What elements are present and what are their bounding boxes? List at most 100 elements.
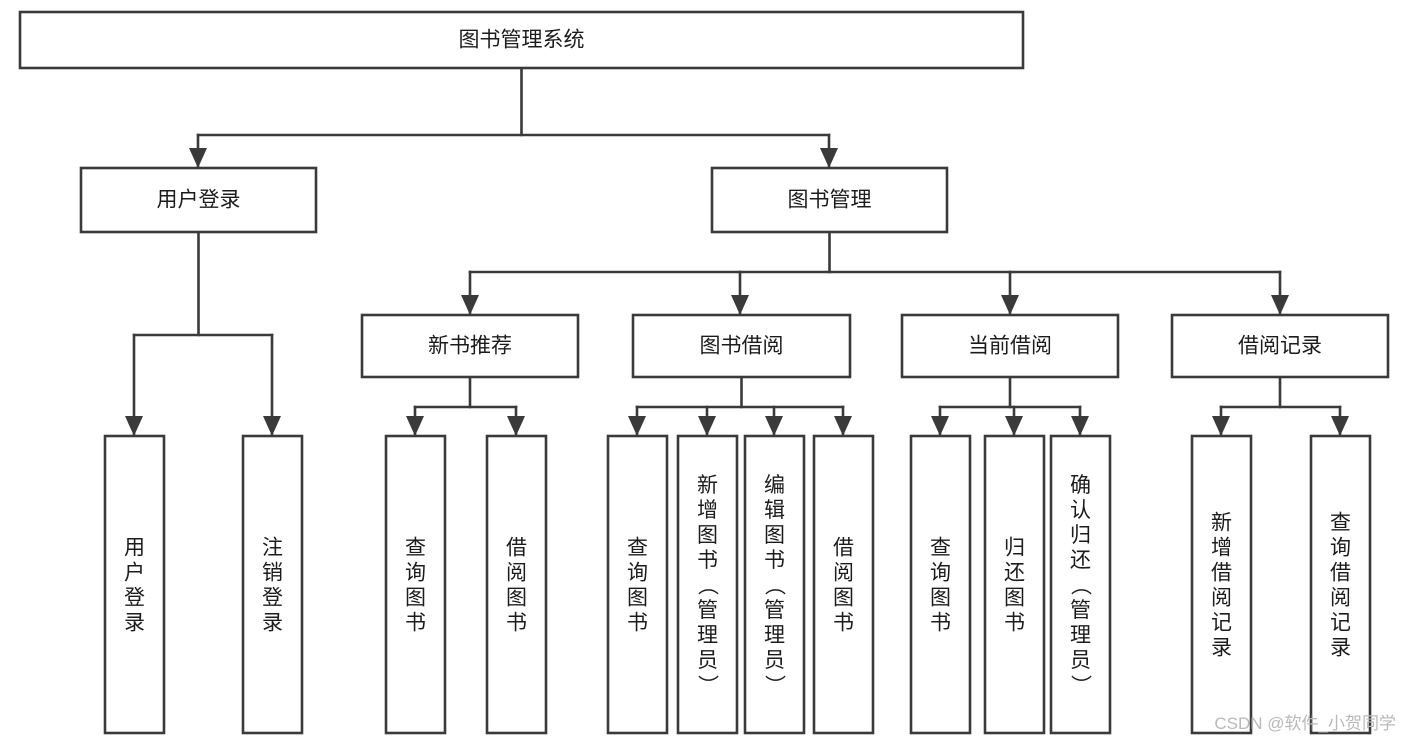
node-label-char: 销	[262, 562, 283, 585]
node-label: 图书管理	[788, 189, 872, 212]
module-node-user-login[interactable]: 用户登录	[79, 166, 318, 234]
arrow-icon-book-manage-bus-3	[1271, 295, 1289, 315]
node-box	[103, 434, 166, 735]
node-label-char: 图	[697, 524, 718, 547]
arrow-icon-book-manage-bus-1	[731, 295, 749, 315]
node-box	[676, 434, 739, 735]
node-label-char: 理	[697, 624, 718, 647]
node-label-char: 图	[930, 587, 951, 610]
arrow-icon-book-borrow-bus-0	[628, 416, 646, 436]
node-label-char: 理	[764, 624, 785, 647]
node-label-char: 员	[697, 649, 718, 672]
node-label-char: 增	[697, 499, 718, 522]
node-label-char: ）	[696, 675, 719, 696]
node-label-char: ）	[763, 675, 786, 696]
submodule-node-current-borrow[interactable]: 当前借阅	[900, 313, 1120, 379]
node-label: 用户登录	[157, 189, 241, 212]
node-label-char: 借	[1211, 562, 1232, 585]
arrow-icon-book-manage-bus-0	[461, 295, 479, 315]
node-label-char: 归	[1070, 524, 1091, 547]
node-label-char: 登	[262, 587, 283, 610]
arrow-icon-new-book-bus-1	[507, 416, 525, 436]
node-label-char: 归	[1004, 537, 1025, 560]
node-label-char: （	[763, 575, 786, 596]
module-node-book-manage[interactable]: 图书管理	[710, 166, 949, 234]
node-box	[631, 313, 852, 379]
node-label-char: 编	[764, 474, 785, 497]
node-label-char: 书	[627, 612, 648, 635]
node-box	[909, 434, 972, 735]
node-label-char: 查	[1330, 512, 1351, 535]
node-label-char: 录	[262, 612, 283, 635]
arrow-icon-root-bus-0	[189, 148, 207, 168]
node-label-char: 书	[764, 549, 785, 572]
arrow-icon-current-borrow-bus-0	[931, 416, 949, 436]
connector-layer	[125, 66, 1349, 436]
node-label-char: 询	[1330, 537, 1351, 560]
node-label-char: 书	[1004, 612, 1025, 635]
node-label-char: 新	[697, 474, 718, 497]
node-label-char: 员	[1070, 649, 1091, 672]
arrow-icon-new-book-bus-0	[406, 416, 424, 436]
node-label-char: 还	[1070, 549, 1091, 572]
node-label-char: 图	[627, 587, 648, 610]
arrow-icon-current-borrow-bus-2	[1071, 416, 1089, 436]
node-label: 图书管理系统	[459, 29, 585, 52]
node-label-char: 增	[1211, 537, 1232, 560]
node-box	[812, 434, 875, 735]
arrow-icon-borrow-record-bus-0	[1212, 416, 1230, 436]
node-label-char: 辑	[764, 499, 785, 522]
node-label-char: 查	[405, 537, 426, 560]
submodule-node-new-book-recommend[interactable]: 新书推荐	[360, 313, 580, 379]
node-label-char: 还	[1004, 562, 1025, 585]
node-box	[79, 166, 318, 234]
node-label-char: （	[696, 575, 719, 596]
node-box	[743, 434, 806, 735]
node-label-char: （	[1069, 575, 1092, 596]
node-box	[1309, 434, 1372, 735]
node-label-char: 询	[930, 562, 951, 585]
submodule-node-borrow-record[interactable]: 借阅记录	[1170, 313, 1390, 379]
node-label-char: 借	[833, 537, 854, 560]
node-label-char: 记	[1330, 612, 1351, 635]
submodule-node-book-borrow[interactable]: 图书借阅	[631, 313, 852, 379]
arrow-icon-current-borrow-bus-1	[1005, 416, 1023, 436]
node-label-char: 管	[697, 599, 718, 622]
node-label-char: 录	[124, 612, 145, 635]
node-label-char: 确	[1070, 474, 1091, 497]
node-label-char: 认	[1070, 499, 1091, 522]
node-label-char: 新	[1211, 512, 1232, 535]
node-label-char: 记	[1211, 612, 1232, 635]
node-label-char: 查	[930, 537, 951, 560]
node-label-char: 阅	[1211, 587, 1232, 610]
node-label-char: 阅	[833, 562, 854, 585]
node-label-char: 图	[833, 587, 854, 610]
arrow-icon-book-manage-bus-2	[1001, 295, 1019, 315]
node-label-char: 录	[1211, 637, 1232, 660]
arrow-icon-book-borrow-bus-2	[765, 416, 783, 436]
root-node-root[interactable]: 图书管理系统	[18, 10, 1025, 70]
feature-node-leaf-user-login[interactable]: 用户登录	[103, 434, 166, 735]
node-box	[18, 10, 1025, 70]
node-label-char: 员	[764, 649, 785, 672]
arrow-icon-user-login-bus-0	[125, 416, 143, 436]
arrow-icon-book-borrow-bus-1	[698, 416, 716, 436]
node-label: 图书借阅	[700, 335, 784, 358]
node-label-char: 阅	[1330, 587, 1351, 610]
node-box	[1170, 313, 1390, 379]
node-label: 新书推荐	[428, 335, 512, 358]
